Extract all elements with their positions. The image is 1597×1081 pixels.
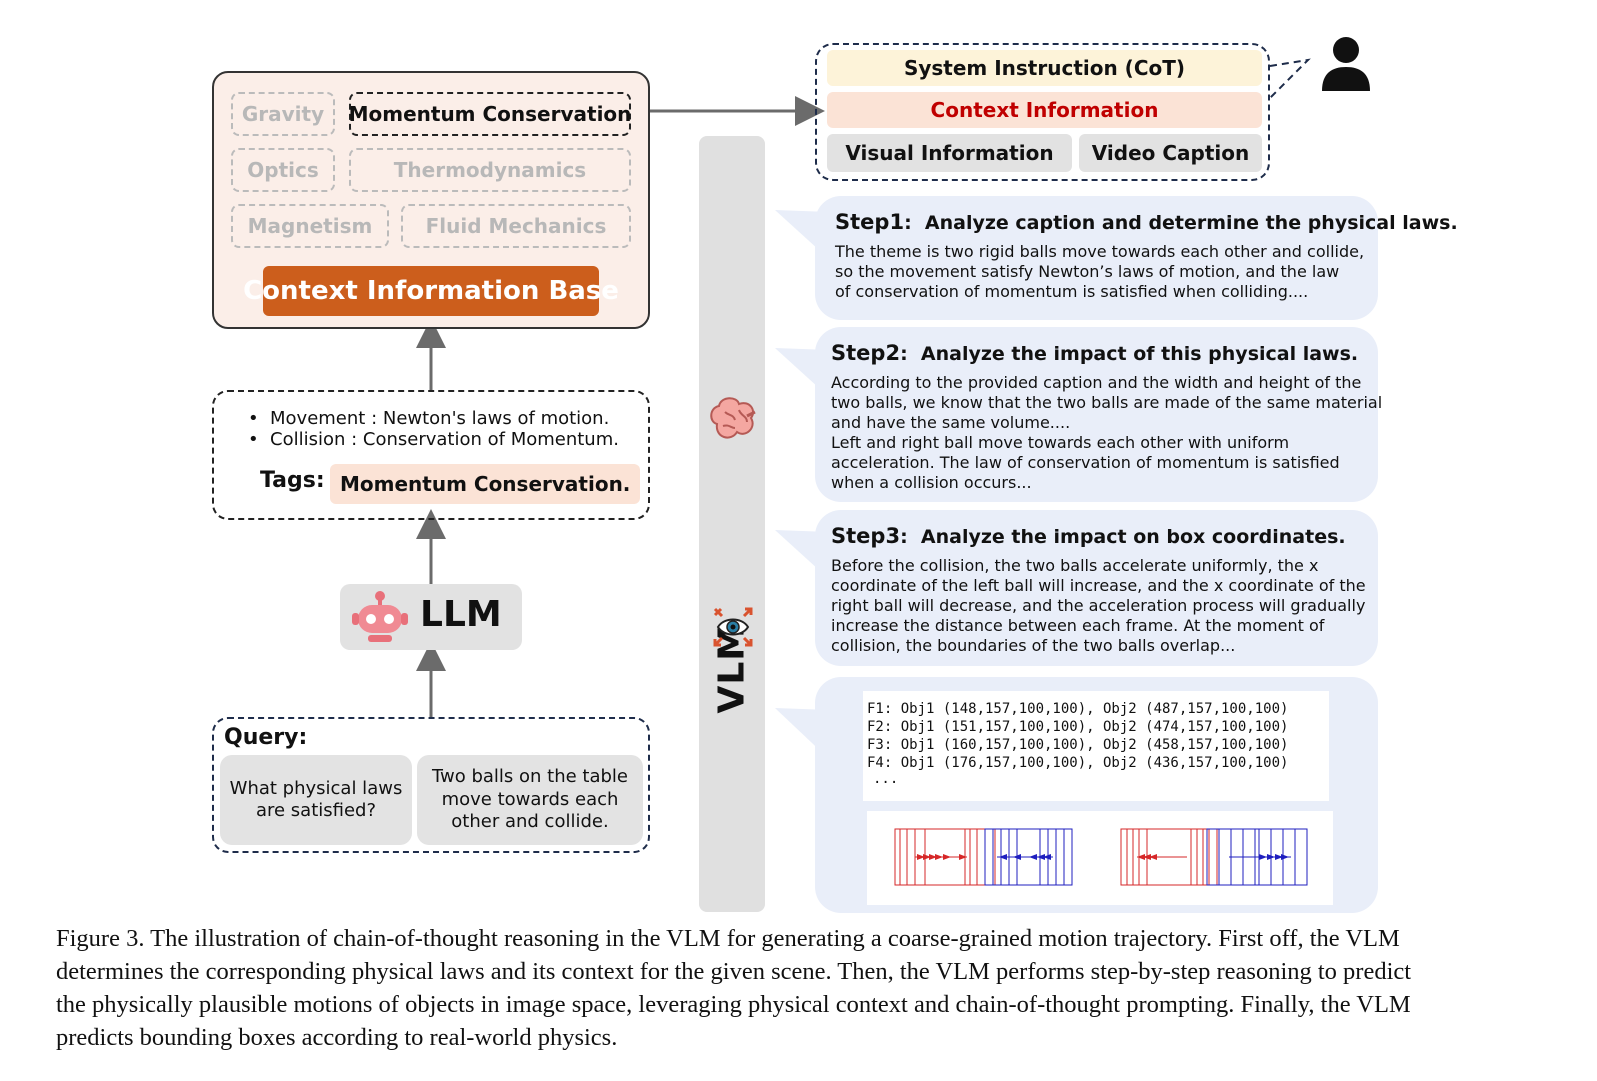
video-caption: Video Caption	[1079, 134, 1262, 172]
caption-line: the physically plausible motions of obje…	[56, 991, 1411, 1018]
step-3-line: coordinate of the left ball will increas…	[831, 576, 1366, 595]
step-3-line: Before the collision, the two balls acce…	[831, 556, 1319, 575]
tags-value: Momentum Conservation.	[330, 464, 641, 504]
llm-block: LLM	[340, 584, 522, 650]
vlm-bar: VLM	[699, 136, 765, 912]
step-3-card: Step3: Analyze the impact on box coordin…	[815, 510, 1378, 666]
user-icon	[1322, 37, 1370, 91]
topic-optics: Optics	[231, 148, 335, 192]
context-information-base: Gravity Momentum Conservation Optics The…	[212, 71, 650, 329]
law-item: Movement : Newton's laws of motion.	[270, 408, 610, 429]
topic-thermodynamics: Thermodynamics	[349, 148, 631, 192]
step-3-title: Analyze the impact on box coordinates.	[920, 526, 1346, 548]
step-1-card: Step1: Analyze caption and determine the…	[815, 196, 1458, 320]
arrowhead	[917, 854, 925, 860]
visual-information: Visual Information	[827, 134, 1072, 172]
query-question: What physical laws are satisfied?	[220, 755, 412, 845]
query-label: Query:	[224, 725, 308, 750]
caption-line: determines the corresponding physical la…	[56, 958, 1412, 985]
step-2-line: and have the same volume....	[831, 413, 1071, 432]
system-instruction: System Instruction (CoT)	[827, 50, 1262, 86]
arrowhead	[999, 854, 1007, 860]
step-2-title: Analyze the impact of this physical laws…	[920, 343, 1359, 365]
topic-magnetism: Magnetism	[231, 204, 389, 248]
step-1-label: Step1	[835, 210, 905, 234]
prompt-composition: System Instruction (CoT) Context Informa…	[815, 43, 1270, 181]
bounding-box-output: F1: Obj1 (148,157,100,100), Obj2 (487,15…	[815, 677, 1378, 913]
coordinate-line: F2: Obj1 (151,157,100,100), Obj2 (474,15…	[867, 719, 1289, 735]
bullet: •	[248, 408, 259, 429]
step-3-line: collision, the boundaries of the two bal…	[831, 636, 1236, 655]
eye-tracking-icon	[713, 607, 753, 647]
arrowhead	[923, 854, 931, 860]
step-1-title: Analyze caption and determine the physic…	[924, 212, 1458, 234]
arrowhead	[1043, 854, 1051, 860]
arrowhead	[1281, 854, 1289, 860]
step-3-body: Before the collision, the two balls acce…	[831, 556, 1371, 656]
context-information: Context Information	[827, 92, 1262, 128]
caption-line: Figure 3. The illustration of chain-of-t…	[56, 925, 1400, 952]
arrowhead	[935, 854, 943, 860]
physical-laws-box: • Movement : Newton's laws of motion. • …	[212, 390, 650, 520]
tags-label: Tags:	[260, 468, 325, 493]
step-2-body: According to the provided caption and th…	[831, 373, 1383, 493]
arrowhead	[943, 854, 951, 860]
arrowhead	[1037, 854, 1045, 860]
step-3-heading: Step3: Analyze the impact on box coordin…	[831, 524, 1346, 548]
step-2-line: acceleration. The law of conservation of…	[831, 453, 1340, 472]
coordinate-line: F4: Obj1 (176,157,100,100), Obj2 (436,15…	[867, 755, 1289, 771]
step-3-line: increase the distance between each frame…	[831, 616, 1325, 635]
arrowhead	[1267, 854, 1275, 860]
arrowhead	[1013, 854, 1021, 860]
arrowhead	[959, 854, 967, 860]
step-2-line: Left and right ball move towards each ot…	[831, 433, 1290, 452]
llm-label: LLM	[420, 594, 502, 635]
step-2-line: According to the provided caption and th…	[831, 373, 1362, 392]
step-1-heading: Step1: Analyze caption and determine the…	[835, 210, 1458, 234]
step-2-label: Step2	[831, 341, 901, 365]
query-box: Query: What physical laws are satisfied?…	[212, 717, 650, 853]
arrowhead	[929, 854, 937, 860]
topic-fluid-mechanics: Fluid Mechanics	[401, 204, 631, 248]
step-3-label: Step3	[831, 524, 901, 548]
arrowhead	[1275, 854, 1283, 860]
step-1-body: The theme is two rigid balls move toward…	[835, 242, 1375, 302]
step-1-line: of conservation of momentum is satisfied…	[835, 282, 1309, 301]
speech-tail-user	[1269, 58, 1311, 99]
topic-momentum-conservation: Momentum Conservation	[349, 92, 631, 136]
step-3-line: right ball will decrease, and the accele…	[831, 596, 1366, 615]
arrowhead	[1149, 854, 1157, 860]
caption-line: predicts bounding boxes according to rea…	[56, 1024, 618, 1051]
bounding-box-visualization	[867, 811, 1333, 905]
step-2-line: two balls, we know that the two balls ar…	[831, 393, 1383, 412]
step-2-heading: Step2: Analyze the impact of this physic…	[831, 341, 1359, 365]
law-item: Collision : Conservation of Momentum.	[270, 429, 619, 450]
arrowhead	[1259, 854, 1267, 860]
context-base-title: Context Information Base	[243, 266, 619, 316]
coordinate-line: F3: Obj1 (160,157,100,100), Obj2 (458,15…	[867, 737, 1289, 753]
query-scene: Two balls on the table move towards each…	[417, 755, 643, 845]
coordinate-list: F1: Obj1 (148,157,100,100), Obj2 (487,15…	[863, 691, 1329, 801]
bullet: •	[248, 429, 259, 450]
topic-gravity: Gravity	[231, 92, 335, 136]
vlm-label: VLM	[711, 623, 753, 714]
arrowhead	[1137, 854, 1145, 860]
step-1-line: The theme is two rigid balls move toward…	[835, 242, 1365, 261]
coordinate-line: ...	[873, 771, 899, 787]
brain-icon	[710, 397, 756, 439]
arrowhead	[1143, 854, 1151, 860]
step-2-card: Step2: Analyze the impact of this physic…	[815, 327, 1383, 502]
coordinate-line: F1: Obj1 (148,157,100,100), Obj2 (487,15…	[867, 701, 1289, 717]
arrowhead	[1029, 854, 1037, 860]
robot-icon	[352, 591, 408, 642]
step-2-line: when a collision occurs...	[831, 473, 1032, 492]
step-1-line: so the movement satisfy Newton’s laws of…	[835, 262, 1340, 281]
figure-caption: Figure 3. The illustration of chain-of-t…	[56, 922, 1556, 1054]
